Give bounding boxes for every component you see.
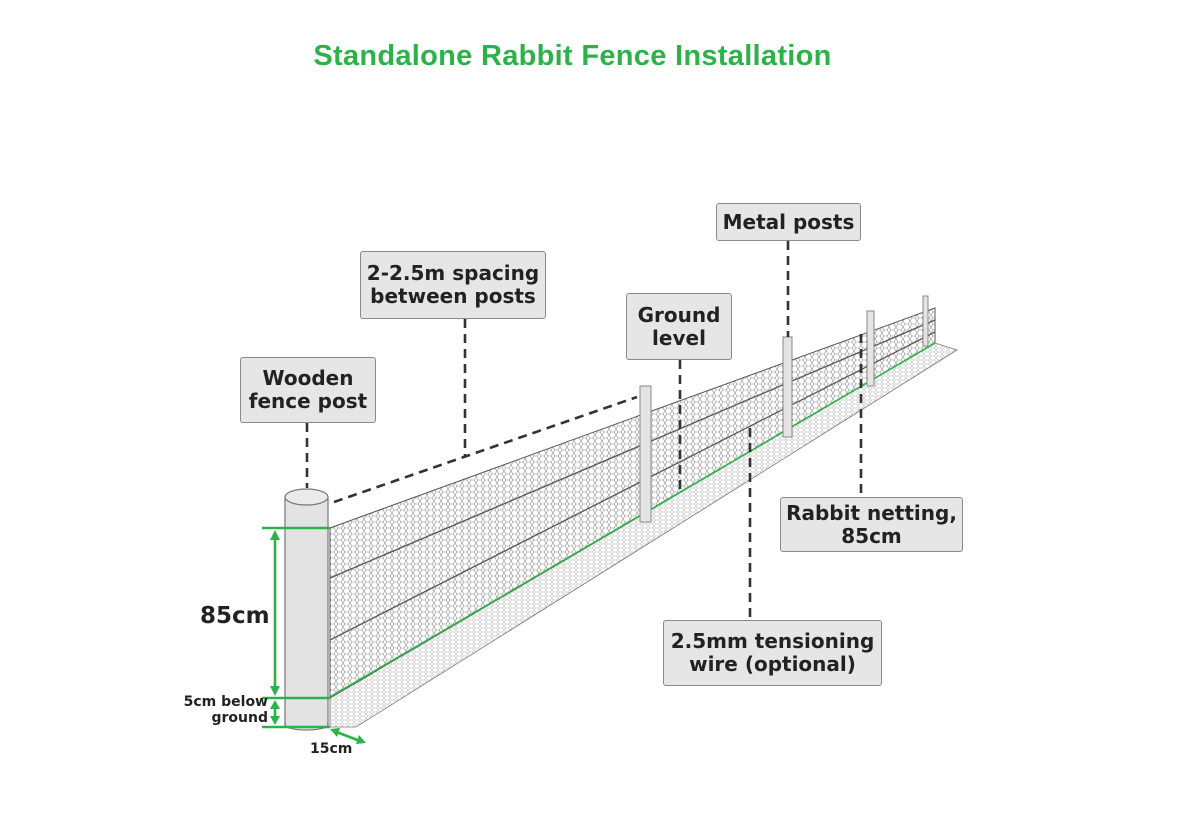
metal-post xyxy=(639,385,652,523)
tensioning-wire xyxy=(329,342,936,698)
label-tensioning-wire: 2.5mm tensioning wire (optional) xyxy=(663,620,882,686)
dimension-height: 85cm xyxy=(200,603,270,629)
label-ground-level: Ground level xyxy=(626,293,732,360)
dimension-lines xyxy=(262,526,366,744)
line-wire xyxy=(329,319,936,579)
metal-post xyxy=(922,295,929,347)
leader-lines xyxy=(305,241,863,620)
label-rabbit-netting: Rabbit netting, 85cm xyxy=(780,497,963,552)
dimension-apron: 15cm xyxy=(310,741,353,757)
metal-post xyxy=(866,310,875,387)
wooden-post xyxy=(284,488,329,731)
diagram-title: Standalone Rabbit Fence Installation xyxy=(313,40,832,72)
dimension-below-ground: 5cm below ground xyxy=(183,694,268,726)
label-post-spacing: 2-2.5m spacing between posts xyxy=(360,251,546,319)
metal-post xyxy=(782,336,793,438)
label-metal-posts: Metal posts xyxy=(716,203,861,241)
line-wire xyxy=(329,331,936,641)
label-wooden-fence-post: Wooden fence post xyxy=(240,357,376,423)
